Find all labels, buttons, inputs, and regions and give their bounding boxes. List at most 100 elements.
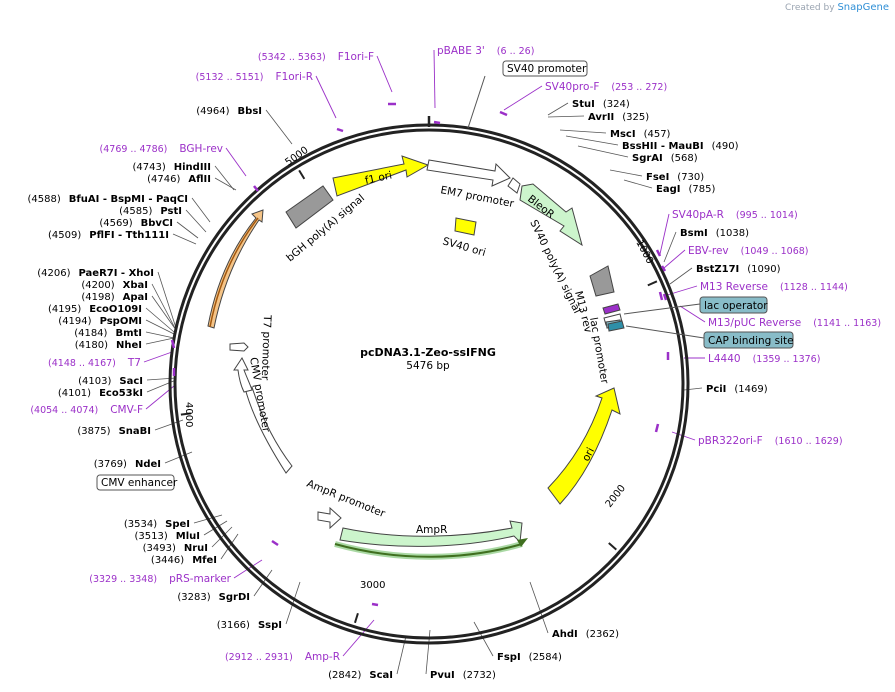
site-name: SgrAI [632,153,663,164]
site-label: PvuI(2732) [430,670,496,681]
site-msci[interactable]: MscI(457) [610,129,671,140]
primer-cmv-f[interactable]: (4054 .. 4074)CMV-F [30,404,143,416]
site-bmti[interactable]: (4184)BmtI [74,328,142,339]
site-name: PstI [160,206,182,217]
site-position: (4195) [48,304,81,315]
site-label: StuI(324) [572,99,630,110]
site-scai[interactable]: (2842)ScaI [328,670,393,681]
site-snabi[interactable]: (3875)SnaBI [77,426,151,437]
site-mfei[interactable]: (3446)MfeI [151,555,217,566]
primer-m13-reverse[interactable]: M13 Reverse(1128 .. 1144) [700,281,848,293]
site-psti[interactable]: (4585)PstI [119,206,182,217]
site-label: (4509)PflFI - Tth111I [48,230,169,241]
leader-line [225,147,247,177]
site-bstz17i[interactable]: BstZ17I(1090) [696,264,781,275]
site-ahdi[interactable]: AhdI(2362) [552,629,619,640]
site-pflfi-tth111i[interactable]: (4509)PflFI - Tth111I [48,230,169,241]
primer-bgh-rev[interactable]: (4769 .. 4786)BGH-rev [100,143,223,155]
leader-line [220,533,239,560]
site-eagi[interactable]: EagI(785) [656,184,715,195]
leader-line [547,115,585,118]
tick-label: 2000 [604,483,628,510]
site-sspi[interactable]: (3166)SspI [217,620,282,631]
primer-position: (4769 .. 4786) [100,144,168,155]
primer-label: (4769 .. 4786)BGH-rev [100,143,223,155]
site-spei[interactable]: (3534)SpeI [124,519,190,530]
feature-SV40-promoter[interactable]: SV40 promoter [467,60,588,129]
site-bbsi[interactable]: (4964)BbsI [196,106,262,117]
feature-label: f1 ori [364,169,393,186]
primer-label: M13 Reverse(1128 .. 1144) [700,281,848,293]
site-pvui[interactable]: PvuI(2732) [430,670,496,681]
leader-line [176,221,199,239]
tick-label: 4000 [183,402,194,427]
feature-ori[interactable]: ori [547,387,621,505]
primer-position: (3329 .. 3348) [89,574,157,585]
primer-f1ori-f[interactable]: (5342 .. 5363)F1ori-F [258,51,374,63]
primer-label: L4440(1359 .. 1376) [708,353,820,365]
site-position: (4101) [58,388,91,399]
leader-line [623,179,653,189]
tick-label: 3000 [360,580,385,591]
feature-AmpR-promoter[interactable]: AmpR promoter [305,478,387,530]
site-mlui[interactable]: (3513)MluI [135,531,200,542]
feature-BleoR[interactable]: BleoR [519,183,583,247]
primer-f1ori-r[interactable]: (5132 .. 5151)F1ori-R [196,71,313,83]
primer-m13-puc-reverse[interactable]: M13/pUC Reverse(1141 .. 1163) [708,317,881,329]
site-eco53ki[interactable]: (4101)Eco53kI [58,388,143,399]
site-nrui[interactable]: (3493)NruI [143,543,208,554]
site-stui[interactable]: StuI(324) [572,99,630,110]
primer-amp-r[interactable]: (2912 .. 2931)Amp-R [225,651,340,663]
primer-ebv-rev[interactable]: EBV-rev(1049 .. 1068) [688,245,809,257]
primer-marks [170,102,670,607]
primer-mark [654,423,660,433]
primer-prs-marker[interactable]: (3329 .. 3348)pRS-marker [89,573,231,585]
site-avrii[interactable]: AvrII(325) [588,112,649,123]
leader-line [185,209,207,233]
site-nhei[interactable]: (4180)NheI [75,340,142,351]
site-pspomi[interactable]: (4194)PspOMI [58,316,142,327]
site-hindiii[interactable]: (4743)HindIII [132,162,211,173]
primer-name: M13 Reverse [700,281,768,293]
primer-pbr322ori-f[interactable]: pBR322ori-F(1610 .. 1629) [698,435,843,447]
primer-l4440[interactable]: L4440(1359 .. 1376) [708,353,820,365]
feature-CAP-binding-site[interactable]: CAP binding site [607,320,794,349]
site-apai[interactable]: (4198)ApaI [81,292,148,303]
site-fsei[interactable]: FseI(730) [646,172,704,183]
site-bbvci[interactable]: (4569)BbvCI [99,218,173,229]
site-position: (4198) [81,292,114,303]
site-xbai[interactable]: (4200)XbaI [81,280,148,291]
site-label: (3769)NdeI [94,459,161,470]
site-fspi[interactable]: FspI(2584) [497,652,562,663]
tick-mark [647,280,658,287]
primer-t7[interactable]: (4148 .. 4167)T7 [48,357,141,369]
feature-CMV-enhancer[interactable]: CMV enhancer [96,386,293,491]
feature-ssIFNG[interactable] [207,209,264,329]
site-bfuai-bspmi-paqci[interactable]: (4588)BfuAI - BspMI - PaqCI [28,194,188,205]
feature-T7-promoter[interactable]: T7 promoter [229,314,273,381]
primer-pbabe-3[interactable]: pBABE 3'(6 .. 26) [437,45,534,57]
primer-name: CMV-F [110,404,143,416]
site-aflii[interactable]: (4746)AflII [147,174,211,185]
site-bsshii-maubi[interactable]: BssHII - MauBI(490) [622,141,739,152]
site-pcii[interactable]: PciI(1469) [706,384,768,395]
site-saci[interactable]: (4103)SacI [78,376,143,387]
feature-EM7-promoter[interactable]: EM7 promoter [426,159,515,210]
primer-sv40pro-f[interactable]: SV40pro-F(253 .. 272) [545,81,667,93]
site-position: (2842) [328,670,361,681]
site-position: (3875) [77,426,110,437]
site-sgrai[interactable]: SgrAI(568) [632,153,698,164]
site-ndei[interactable]: (3769)NdeI [94,459,161,470]
primer-sv40pa-r[interactable]: SV40pA-R(995 .. 1014) [672,209,798,221]
site-label: FspI(2584) [497,652,562,663]
site-sgrdi[interactable]: (3283)SgrDI [177,592,250,603]
feature-AmpR[interactable]: AmpR [334,520,528,560]
feature-SV40-ori[interactable]: SV40 ori [441,217,487,259]
site-ecoo109i[interactable]: (4195)EcoO109I [48,304,142,315]
site-paer7i-xhoi[interactable]: (4206)PaeR7I - XhoI [37,268,154,279]
feature-f1-ori[interactable]: f1 ori [332,155,430,197]
site-label: AvrII(325) [588,112,649,123]
site-bsmi[interactable]: BsmI(1038) [680,228,749,239]
leader-line [164,451,193,464]
feature-bGH-polyA-signal[interactable]: bGH poly(A) signal [284,185,367,264]
